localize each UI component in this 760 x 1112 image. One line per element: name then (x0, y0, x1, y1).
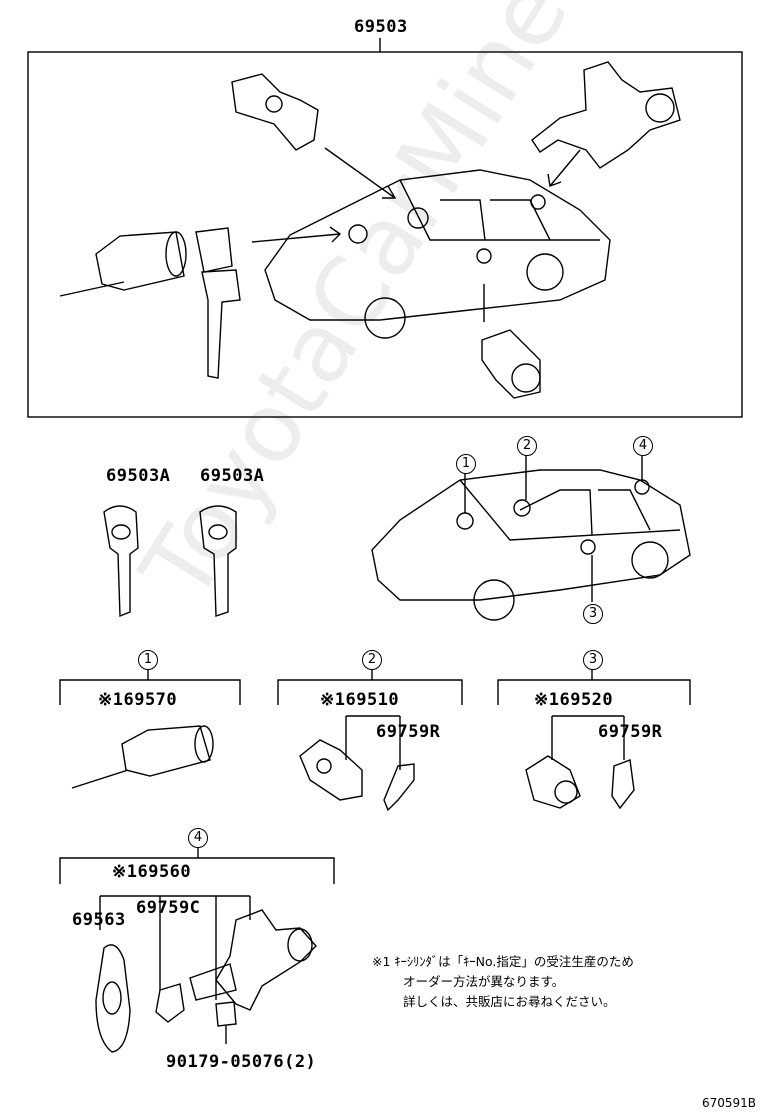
top-ignition-cylinder-icon (59, 227, 241, 379)
bolt-icon (215, 1001, 237, 1044)
group4-bolt-part-number: 90179-05076(2) (166, 1052, 317, 1072)
back-door-lever-icon (155, 983, 185, 1023)
group3-bracket (497, 668, 691, 760)
group2-part-number: ※169510 (320, 690, 400, 710)
trunk-lock-cylinder-icon (525, 755, 581, 809)
back-door-cylinder-icon (189, 909, 317, 1011)
group4-bracket (59, 846, 335, 1000)
group3-part-number: ※169520 (534, 690, 614, 710)
ignition-cylinder-icon (71, 725, 214, 789)
group3-marker: 3 (583, 650, 603, 670)
group1-marker: 1 (138, 650, 158, 670)
top-assembly-frame (27, 38, 743, 418)
group4-marker: 4 (188, 828, 208, 848)
group4-plate-part-number: 69563 (72, 910, 126, 930)
group2-marker: 2 (362, 650, 382, 670)
door-lock-cylinder-icon (299, 739, 363, 801)
group1-part-number: ※169570 (98, 690, 178, 710)
key-right-icon (199, 505, 237, 617)
location-marker-1: 1 (456, 454, 476, 474)
group3-sub-part-number: 69759R (598, 722, 663, 742)
car-location-icon (371, 455, 691, 621)
car-top-icon (251, 147, 611, 339)
key-part-number-right: 69503A (200, 466, 265, 486)
group4-sub-part-number: 69759C (136, 898, 201, 918)
location-marker-4: 4 (633, 436, 653, 456)
note-line-2: オーダー方法が異なります。 (403, 974, 565, 989)
note-line-3: 詳しくは、共販店にお尋ねください。 (403, 994, 616, 1009)
diagram-id: 670591B (701, 1096, 756, 1110)
top-back-door-lock-icon (531, 61, 681, 169)
top-door-lock-icon (231, 73, 319, 151)
back-door-plate-icon (95, 944, 131, 1053)
group2-bracket (277, 668, 463, 770)
group2-sub-part-number: 69759R (376, 722, 441, 742)
group4-part-number: ※169560 (112, 862, 192, 882)
door-lock-lever-icon (383, 763, 415, 812)
location-marker-3: 3 (583, 604, 603, 624)
note-line-1: ※1 ｷｰｼﾘﾝﾀﾞは「ｷｰNo.指定」の受注生産のため (372, 954, 634, 969)
location-marker-2: 2 (517, 436, 537, 456)
trunk-lock-lever-icon (611, 759, 635, 810)
part-number-69503: 69503 (354, 17, 408, 37)
group1-bracket (59, 668, 241, 705)
top-trunk-cylinder-icon (481, 329, 541, 399)
key-part-number-left: 69503A (106, 466, 171, 486)
key-left-icon (103, 505, 139, 618)
